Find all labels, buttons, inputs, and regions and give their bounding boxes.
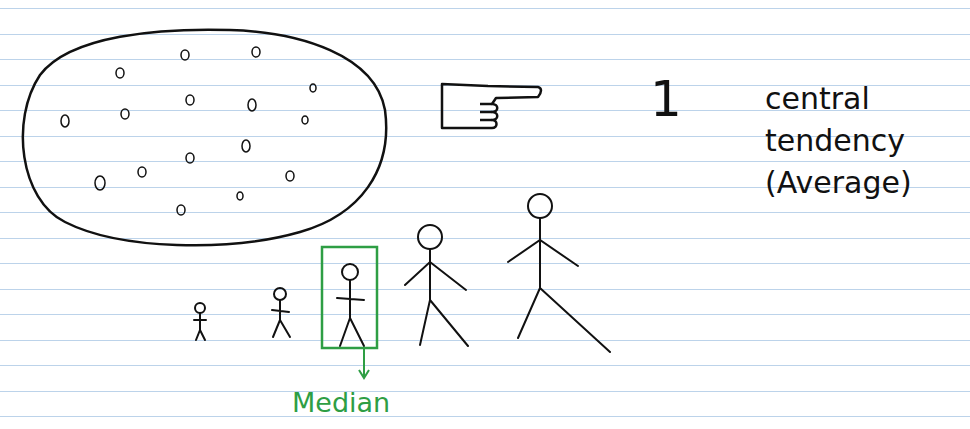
ruled-lines [0, 9, 970, 417]
median-leader-arrow [359, 348, 369, 378]
ruled-line [0, 416, 970, 417]
number-label: 1 [650, 64, 710, 134]
ruled-line [0, 161, 970, 162]
ruled-line [0, 59, 970, 60]
ruled-line [0, 212, 970, 213]
ruled-line [0, 365, 970, 366]
ruled-line [0, 391, 970, 392]
population-blob [23, 30, 386, 246]
pointing-hand [442, 84, 541, 128]
ruled-line [0, 314, 970, 315]
stick-figures [194, 194, 610, 352]
data-points [61, 47, 316, 215]
note-label: central tendency (Average) [765, 78, 955, 204]
ruled-line [0, 289, 970, 290]
ruled-line [0, 238, 970, 239]
ruled-line [0, 263, 970, 264]
ruled-line [0, 340, 970, 341]
median-highlight-box [322, 247, 377, 348]
median-label: Median [292, 384, 442, 422]
ruled-line [0, 8, 970, 9]
